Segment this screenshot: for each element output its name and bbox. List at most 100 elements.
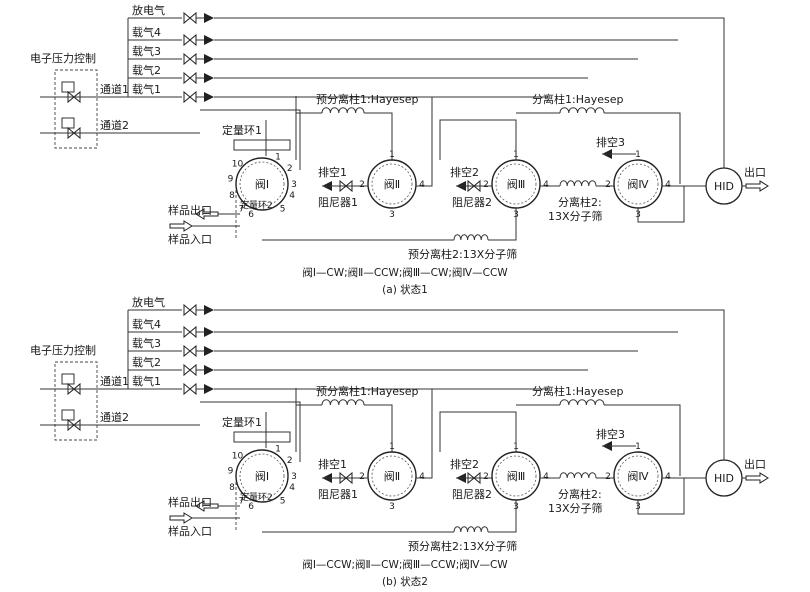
- valve-symbol: [183, 303, 197, 317]
- epc-valve-1: [61, 373, 75, 385]
- sample-loop-1: [233, 431, 291, 443]
- valve-2-port-4: 4: [419, 180, 425, 190]
- valve-4-port-4: 4: [665, 472, 671, 482]
- sample-in-label: 样品入口: [168, 524, 212, 538]
- damper-1-label: 阻尼器1: [318, 196, 358, 209]
- precol-1-out: [364, 112, 393, 160]
- valve-4-rotor: [617, 455, 659, 497]
- vent-1-label: 排空1: [318, 165, 347, 179]
- valve-1-port-5: 5: [280, 205, 286, 215]
- precolumn-1-coil: [321, 107, 365, 114]
- precol-2-out: [488, 208, 517, 241]
- valve-4-port-2: 2: [605, 472, 611, 482]
- valve-symbol: [183, 71, 197, 85]
- gas-label-3: 载气3: [132, 44, 161, 58]
- hid-label: HID: [714, 180, 734, 193]
- epc-valve-1: [61, 81, 75, 93]
- valve-3-feed: [439, 119, 517, 160]
- arrow-head: [204, 365, 214, 375]
- vent-2-label: 排空2: [450, 457, 479, 471]
- channel-2-label: 通道2: [100, 118, 129, 132]
- column-1-label: 分离柱1:Hayesep: [532, 384, 623, 398]
- valve-1-port-8: 8: [229, 483, 235, 493]
- valve-1-link: [200, 109, 301, 170]
- arrow-head: [204, 346, 214, 356]
- valve-2-out: [416, 97, 433, 187]
- valve-2-label: 阀Ⅱ: [384, 469, 400, 483]
- arrow-head: [204, 384, 214, 394]
- discharge-gas-line: [708, 17, 725, 168]
- column-2-coil: [559, 472, 597, 479]
- valve-symbol: [183, 52, 197, 66]
- arrow-head: [204, 92, 214, 102]
- valve-symbol: [183, 90, 197, 104]
- valve-2-label: 阀Ⅱ: [384, 177, 400, 191]
- valve-2-rotor: [371, 163, 413, 205]
- valve-symbol: [183, 325, 197, 339]
- arrow-head: [204, 327, 214, 337]
- precolumn-1-label: 预分离柱1:Hayesep: [316, 92, 418, 106]
- gas-label-2: 载气4: [132, 317, 161, 331]
- column-1-label: 分离柱1:Hayesep: [532, 92, 623, 106]
- sample-out-arrow: [195, 500, 219, 512]
- gas-label-4: 载气2: [132, 63, 161, 77]
- valve-2-port-1: 1: [389, 442, 395, 452]
- valve-1-port-4: 4: [289, 483, 295, 493]
- column-2-coil: [559, 180, 597, 187]
- valve-1-label: 阀Ⅰ: [255, 177, 269, 191]
- valve-2-port-1: 1: [389, 150, 395, 160]
- valve-3-rotor: [495, 455, 537, 497]
- valve-state-line: 阀Ⅰ—CW;阀Ⅱ—CCW;阀Ⅲ—CW;阀Ⅳ—CCW: [302, 266, 508, 279]
- channel-1-label: 通道1: [100, 374, 129, 388]
- valve-2-port-4: 4: [419, 472, 425, 482]
- valve-2-port-2: 2: [359, 180, 365, 190]
- gas-label-3: 载气3: [132, 336, 161, 350]
- epc-valve-2: [61, 117, 75, 129]
- precolumn-1-coil: [321, 399, 365, 406]
- column-2-sublabel: 13X分子筛: [548, 501, 603, 515]
- gas-label-1: 放电气: [132, 3, 165, 17]
- valve-1-rotor: [239, 161, 285, 207]
- gas-label-1: 放电气: [132, 295, 165, 309]
- column-1-coil: [559, 399, 605, 406]
- valve-2-out: [416, 389, 433, 479]
- discharge-gas-line: [708, 309, 725, 460]
- valve-symbol: [183, 344, 197, 358]
- valve-symbol: [339, 471, 353, 485]
- epc-label: 电子压力控制: [30, 51, 96, 65]
- valve-1-port-7: 7: [239, 205, 245, 215]
- valve-1-port-1: 1: [275, 152, 281, 162]
- valve-symbol: [183, 11, 197, 25]
- gas-label-4: 载气2: [132, 355, 161, 369]
- column-2-label: 分离柱2:: [558, 195, 602, 209]
- precol-2-out: [488, 500, 517, 533]
- gas-label-2: 载气4: [132, 25, 161, 39]
- panel-caption: (b) 状态2: [382, 575, 428, 588]
- valve-4-label: 阀Ⅳ: [627, 177, 649, 191]
- sample-in-label: 样品入口: [168, 232, 212, 246]
- col-1-out: [604, 404, 681, 476]
- epc-box: [54, 361, 98, 441]
- valve-4-rotor: [617, 163, 659, 205]
- valve-1-rotor: [239, 453, 285, 499]
- channel-1-label: 通道1: [100, 82, 129, 96]
- valve-symbol: [183, 33, 197, 47]
- valve-2: [367, 159, 417, 209]
- valve-3-label: 阀Ⅲ: [507, 177, 526, 191]
- valve-3-port-2: 2: [483, 472, 489, 482]
- sample-out-arrow: [195, 208, 219, 220]
- valve-1-label: 阀Ⅰ: [255, 469, 269, 483]
- valve-1-port-8: 8: [229, 191, 235, 201]
- gas-label-5: 载气1: [132, 374, 161, 388]
- loop-1-label: 定量环1: [222, 123, 262, 137]
- damper-1-label: 阻尼器1: [318, 488, 358, 501]
- valve-3-label: 阀Ⅲ: [507, 469, 526, 483]
- arrow-head: [204, 305, 214, 315]
- precolumn-2-coil: [453, 234, 489, 241]
- column-1-coil: [559, 107, 605, 114]
- valve-symbol: [183, 382, 197, 396]
- damper-2-label: 阻尼器2: [452, 196, 492, 209]
